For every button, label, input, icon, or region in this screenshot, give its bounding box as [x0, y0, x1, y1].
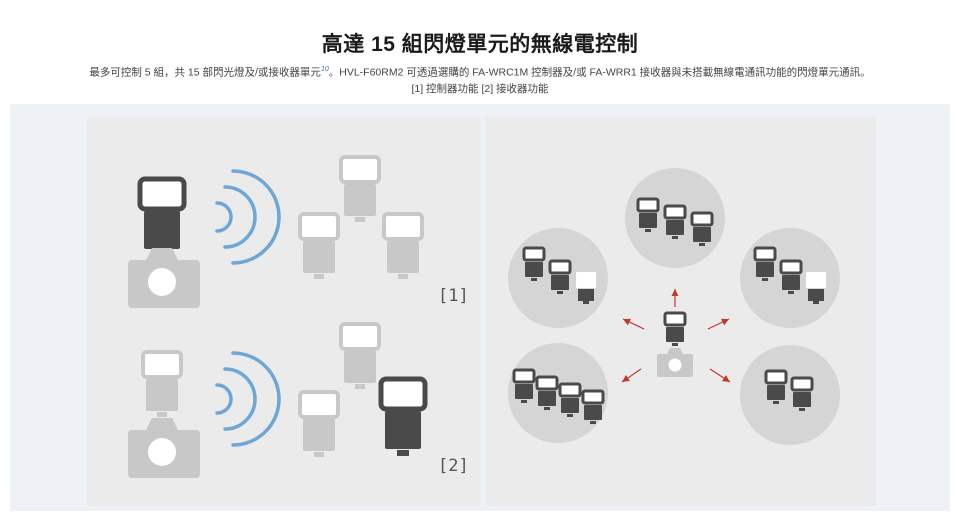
arrow [622, 318, 645, 330]
radio-waves [215, 169, 281, 265]
radio-waves [215, 351, 281, 447]
remote-flash [298, 390, 340, 459]
label-receiver: [2] [438, 456, 469, 476]
left-illustration [128, 155, 480, 478]
right-illustration [508, 168, 840, 445]
remote-flash [339, 155, 381, 224]
center-controller [663, 311, 687, 348]
receiver-flash [381, 379, 425, 456]
description: 最多可控制 5 組，共 15 部閃光燈及/或接收器單元10。HVL-F60RM2… [0, 62, 960, 97]
arrow [707, 318, 730, 330]
remote-flash [339, 322, 381, 391]
center-camera [657, 348, 693, 377]
footnote-ref[interactable]: 10 [320, 66, 329, 73]
remote-flash [298, 212, 340, 281]
description-legend: [1] 控制器功能 [2] 接收器功能 [411, 82, 549, 95]
group-circle [740, 345, 840, 445]
camera [128, 418, 200, 478]
page-title: 高達 15 組閃燈單元的無線電控制 [321, 33, 639, 56]
description-text: 最多可控制 5 組，共 15 部閃光燈及/或接收器單元 [89, 66, 321, 79]
arrow [621, 368, 642, 383]
flash-on-camera [141, 350, 183, 419]
label-controller: [1] [438, 286, 469, 306]
controller-flash [140, 179, 184, 256]
arrow [709, 368, 731, 383]
description-text-2: 。HVL-F60RM2 可透過選購的 FA-WRC1M 控制器及/或 FA-WR… [328, 66, 871, 79]
camera [128, 248, 200, 308]
remote-flash [382, 212, 424, 281]
group-circle [508, 343, 608, 443]
